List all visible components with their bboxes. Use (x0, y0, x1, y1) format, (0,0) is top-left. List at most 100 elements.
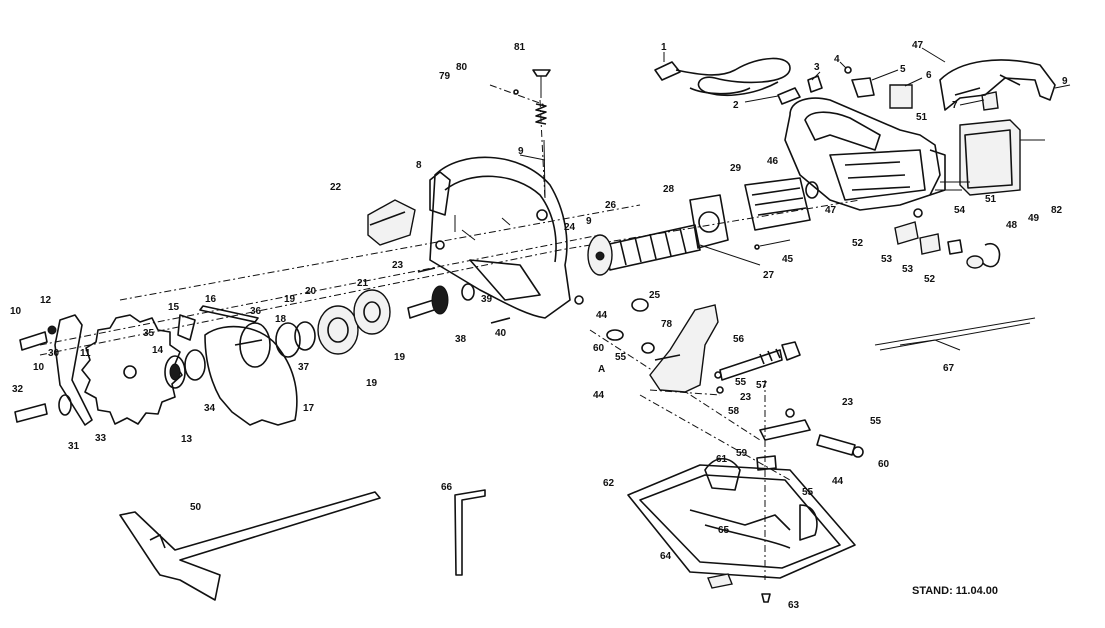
hex-key (454, 489, 486, 576)
lever-parts (756, 408, 864, 471)
label-28: 28 (663, 184, 675, 195)
label-9b: 9 (518, 146, 524, 157)
label-33: 33 (95, 433, 107, 444)
label-47a: 47 (912, 40, 924, 51)
label-19b: 19 (394, 352, 406, 363)
part-labels: 1 2 3 4 5 6 7 8 9 9 9 10 10 11 12 13 14 … (10, 40, 1068, 611)
label-44c: 44 (832, 476, 844, 487)
fan-plate (689, 194, 729, 249)
label-1: 1 (661, 42, 667, 53)
label-23b: 23 (740, 392, 752, 403)
label-6: 6 (926, 70, 932, 81)
label-55a: 55 (615, 352, 627, 363)
label-10b: 10 (33, 362, 45, 373)
handle-cover (939, 59, 1056, 111)
label-9c: 9 (586, 216, 592, 227)
label-15: 15 (168, 302, 180, 313)
label-79: 79 (439, 71, 451, 82)
label-67: 67 (943, 363, 955, 374)
label-81: 81 (514, 42, 526, 53)
label-54: 54 (954, 205, 966, 216)
label-50: 50 (190, 502, 202, 513)
label-24: 24 (564, 222, 576, 233)
bolts-left (14, 325, 72, 423)
label-36: 36 (250, 306, 262, 317)
label-9a: 9 (1062, 76, 1068, 87)
label-78: 78 (661, 319, 673, 330)
adjust-screw (606, 329, 801, 394)
label-3: 3 (814, 62, 820, 73)
base-plate (627, 457, 856, 579)
spindle-gear (407, 283, 475, 319)
switch-parts (894, 139, 1045, 269)
label-4: 4 (834, 54, 840, 65)
label-16: 16 (205, 294, 217, 305)
label-7: 7 (952, 100, 958, 111)
depth-bracket (649, 304, 719, 393)
label-A: A (598, 364, 605, 375)
rods (874, 317, 1036, 351)
label-51b: 51 (985, 194, 997, 205)
armature (587, 224, 701, 276)
label-25: 25 (649, 290, 661, 301)
label-55d: 55 (802, 487, 814, 498)
label-52a: 52 (852, 238, 864, 249)
label-20: 20 (305, 286, 317, 297)
label-19c: 19 (366, 378, 378, 389)
label-49: 49 (1028, 213, 1040, 224)
blade-flanges (164, 289, 391, 389)
label-48: 48 (1006, 220, 1018, 231)
label-34: 34 (204, 403, 216, 414)
label-22: 22 (330, 182, 342, 193)
label-12: 12 (40, 295, 52, 306)
base-fasteners (707, 573, 771, 603)
label-82: 82 (1051, 205, 1063, 216)
label-27: 27 (763, 270, 775, 281)
label-63: 63 (788, 600, 800, 611)
motor-housing (784, 97, 946, 211)
label-45: 45 (782, 254, 794, 265)
riving-knife (54, 314, 93, 426)
blade-guard (429, 156, 571, 319)
label-31: 31 (68, 441, 80, 452)
saw-blade (81, 314, 183, 425)
assembly-axis-lines (39, 84, 861, 580)
stand-date: STAND: 11.04.00 (912, 585, 999, 597)
label-11: 11 (80, 348, 91, 359)
label-10a: 10 (10, 306, 22, 317)
label-53b: 53 (902, 264, 914, 275)
label-26: 26 (605, 200, 617, 211)
label-8: 8 (416, 160, 422, 171)
label-66: 66 (441, 482, 453, 493)
top-screw (513, 69, 551, 199)
label-62: 62 (603, 478, 615, 489)
label-19a: 19 (284, 294, 296, 305)
parallel-guide (119, 491, 381, 601)
label-21: 21 (357, 278, 369, 289)
label-60a: 60 (593, 343, 605, 354)
label-51a: 51 (916, 112, 928, 123)
label-40: 40 (495, 328, 507, 339)
small-screws (417, 209, 649, 324)
label-23a: 23 (392, 260, 404, 271)
leader-lines (454, 47, 1071, 241)
label-29: 29 (730, 163, 742, 174)
label-37: 37 (298, 362, 310, 373)
label-32: 32 (12, 384, 24, 395)
label-13: 13 (181, 434, 193, 445)
label-52b: 52 (924, 274, 936, 285)
label-44b: 44 (593, 390, 605, 401)
spring-16 (177, 305, 259, 341)
label-5: 5 (900, 64, 906, 75)
knob (367, 199, 416, 246)
label-64: 64 (660, 551, 672, 562)
label-55b: 55 (735, 377, 747, 388)
label-44a: 44 (596, 310, 608, 321)
label-46: 46 (767, 156, 779, 167)
label-35: 35 (143, 328, 155, 339)
label-58: 58 (728, 406, 740, 417)
label-30: 30 (48, 348, 60, 359)
label-61: 61 (716, 454, 728, 465)
